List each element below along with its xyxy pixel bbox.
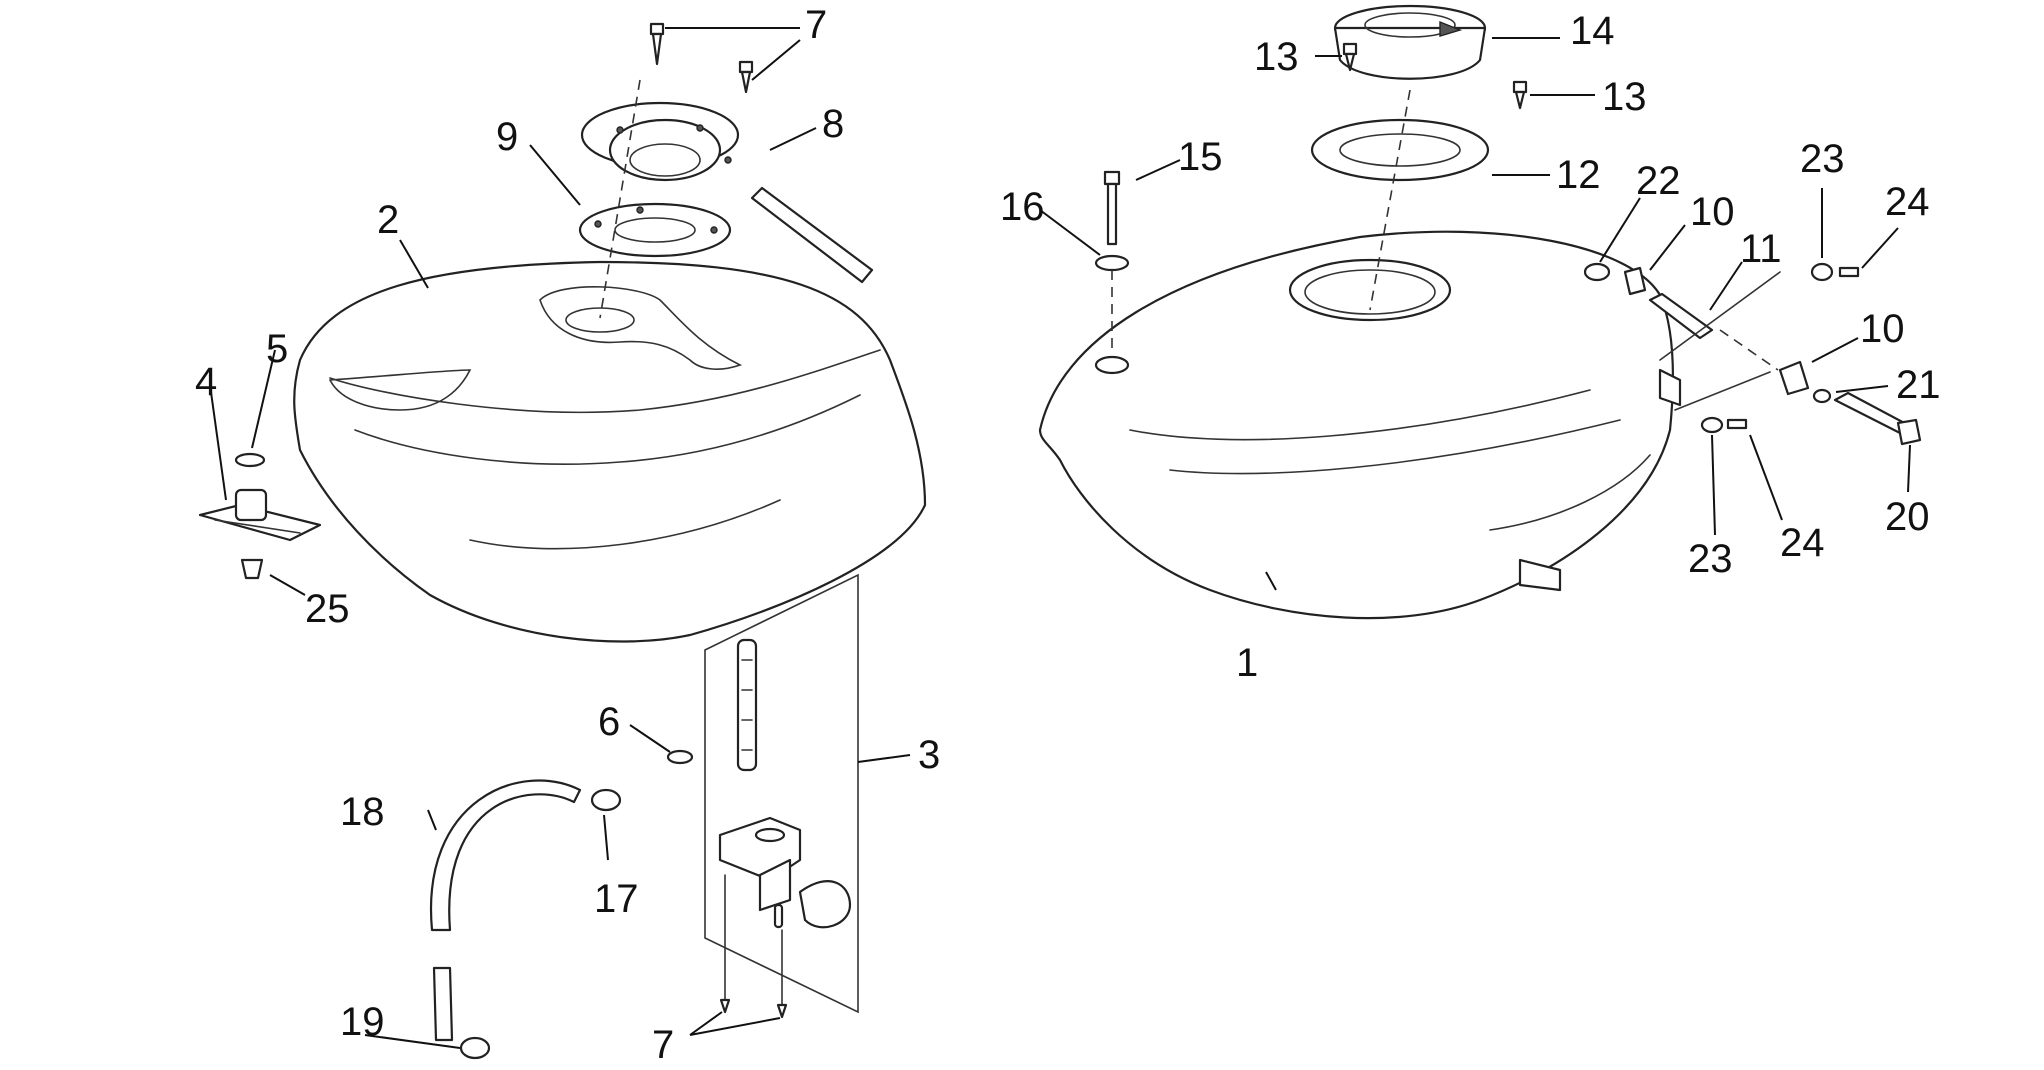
callout-4: 4 [195, 360, 217, 404]
petcock-assembly [666, 573, 859, 1019]
callout-10-top: 10 [1690, 190, 1735, 234]
callout-5: 5 [266, 327, 288, 371]
callout-3: 3 [918, 733, 940, 777]
callout-9: 9 [496, 115, 518, 159]
callout-11: 11 [1740, 227, 1782, 271]
callout-24-top: 24 [1885, 180, 1930, 224]
callout-23-bottom: 23 [1688, 537, 1733, 581]
fuel-cap [1333, 4, 1487, 80]
callout-7-bottom: 7 [652, 1023, 674, 1067]
callout-18: 18 [340, 790, 385, 834]
cap-axis-line [1369, 89, 1411, 311]
petcock-box [704, 573, 859, 1014]
callout-24-bottom: 24 [1780, 521, 1825, 565]
screw-7-top-right [738, 60, 754, 94]
callout-7-top: 7 [805, 3, 827, 47]
callout-22: 22 [1636, 159, 1681, 203]
screw-13-right [1512, 80, 1528, 110]
callout-20: 20 [1885, 495, 1930, 539]
left-fuel-tank [293, 260, 927, 643]
callout-13-left: 13 [1254, 35, 1299, 79]
callout-16: 16 [1000, 185, 1045, 229]
bolt-15 [1103, 170, 1121, 246]
rear-mount-hardware [1583, 262, 1922, 446]
callout-8: 8 [822, 102, 844, 146]
filler-gasket [578, 202, 732, 258]
right-fuel-tank [1038, 230, 1682, 620]
cap-mounting-ring [1310, 118, 1490, 182]
callout-10-bottom: 10 [1860, 307, 1905, 351]
washer-16 [1094, 254, 1130, 272]
callout-25: 25 [305, 587, 350, 631]
callout-17: 17 [594, 877, 639, 921]
vent-hose-top [750, 186, 874, 284]
callout-2: 2 [377, 198, 399, 242]
screw-7-top-left [649, 22, 665, 66]
fuel-hose [429, 779, 622, 1060]
callout-labels: 7 8 9 2 5 4 25 6 3 18 17 19 7 1 13 13 14… [195, 3, 1941, 1067]
callout-15: 15 [1178, 135, 1223, 179]
callout-6: 6 [598, 700, 620, 744]
callout-19: 19 [340, 1000, 385, 1044]
callout-12: 12 [1556, 153, 1601, 197]
filler-axis-line [599, 79, 641, 319]
tank-mount-bracket [198, 452, 322, 580]
callout-23-top: 23 [1800, 137, 1845, 181]
callout-21: 21 [1896, 363, 1941, 407]
callout-13-right: 13 [1602, 75, 1647, 119]
filler-neck-flange [580, 101, 740, 182]
leader-lines [209, 27, 1911, 1049]
screw-13-left [1342, 42, 1358, 72]
callout-14: 14 [1570, 9, 1615, 53]
callout-1: 1 [1236, 641, 1258, 685]
